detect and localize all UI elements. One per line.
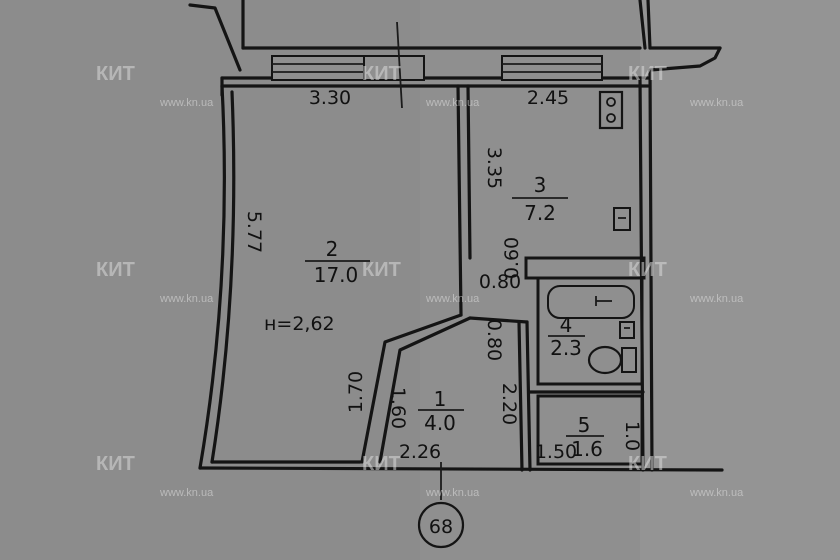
dim-hall-left-upper: 1.70 bbox=[345, 371, 367, 413]
dim-hall-width: 2.26 bbox=[399, 441, 441, 463]
room-4-area: 2.3 bbox=[550, 336, 582, 360]
watermark-logo: КИТ bbox=[628, 259, 667, 281]
dim-room2-length: 5.77 bbox=[243, 211, 265, 253]
paper-shade-right bbox=[640, 0, 840, 560]
dim-bath-door-a: 0.60 bbox=[501, 237, 523, 279]
room-2-number: 2 bbox=[326, 237, 339, 261]
window-right bbox=[501, 55, 603, 81]
dim-wc-width: 1.50 bbox=[535, 441, 577, 463]
room-2-area: 17.0 bbox=[314, 263, 359, 287]
watermark-url: www.kn.ua bbox=[425, 293, 480, 305]
bathroom-block bbox=[524, 256, 646, 466]
axis-tick-top bbox=[396, 21, 403, 109]
watermark-url: www.kn.ua bbox=[159, 293, 214, 305]
balcony-outline bbox=[188, 0, 722, 72]
room-1-number: 1 bbox=[434, 387, 447, 411]
room-4-number: 4 bbox=[560, 313, 573, 337]
window-center bbox=[363, 55, 425, 81]
watermark-5: КИТ www.kn.ua bbox=[362, 259, 480, 305]
watermark-logo: КИТ bbox=[96, 259, 135, 281]
watermark-logo: КИТ bbox=[362, 63, 401, 85]
room-5-label: 5 1.6 bbox=[566, 413, 604, 461]
window-left bbox=[271, 55, 365, 81]
room-1-area: 4.0 bbox=[424, 411, 456, 435]
dim-room2-width: 3.30 bbox=[309, 87, 351, 109]
watermark-6: КИТ www.kn.ua bbox=[628, 259, 744, 305]
room-2-label: 2 17.0 bbox=[305, 237, 370, 287]
bathtub bbox=[547, 285, 635, 319]
watermark-1: КИТ www.kn.ua bbox=[96, 63, 214, 109]
room-3-label: 3 7.2 bbox=[512, 173, 568, 225]
watermark-url: www.kn.ua bbox=[689, 487, 744, 499]
dim-bath-door-b: 0.80 bbox=[479, 271, 521, 293]
watermark-url: www.kn.ua bbox=[689, 97, 744, 109]
kitchen-sink bbox=[613, 207, 631, 231]
watermark-9: КИТ www.kn.ua bbox=[628, 453, 744, 499]
watermark-logo: КИТ bbox=[362, 453, 401, 475]
dim-room3-width: 2.45 bbox=[527, 87, 569, 109]
watermark-2: КИТ www.kn.ua bbox=[362, 63, 480, 109]
watermark-url: www.kn.ua bbox=[425, 97, 480, 109]
watermark-logo: КИТ bbox=[628, 63, 667, 85]
dim-hall-depth: 2.20 bbox=[498, 383, 520, 425]
watermark-7: КИТ www.kn.ua bbox=[96, 453, 214, 499]
toilet bbox=[587, 345, 637, 375]
room-3-number: 3 bbox=[534, 173, 547, 197]
ceiling-height: н=2,62 bbox=[264, 313, 335, 335]
watermark-logo: КИТ bbox=[96, 63, 135, 85]
watermark-logo: КИТ bbox=[628, 453, 667, 475]
room-4-label: 4 2.3 bbox=[548, 313, 585, 360]
watermark-logo: КИТ bbox=[362, 259, 401, 281]
watermark-4: КИТ www.kn.ua bbox=[96, 259, 214, 305]
stove bbox=[598, 90, 624, 130]
axis-circle bbox=[417, 501, 465, 549]
hall-walls bbox=[360, 313, 532, 472]
room-3-area: 7.2 bbox=[524, 201, 556, 225]
watermark-url: www.kn.ua bbox=[159, 487, 214, 499]
dim-room3-length: 3.35 bbox=[483, 147, 505, 189]
sink bbox=[619, 321, 635, 339]
room-1-label: 1 4.0 bbox=[418, 387, 464, 435]
room-5-area: 1.6 bbox=[571, 437, 603, 461]
watermark-3: КИТ www.kn.ua bbox=[628, 63, 744, 109]
dim-door-gap: 0.80 bbox=[483, 319, 505, 361]
partition-room2-room3 bbox=[456, 84, 472, 317]
building-number: 68 bbox=[429, 516, 453, 538]
room-5-number: 5 bbox=[578, 413, 591, 437]
dim-hall-left-lower: 1.60 bbox=[387, 387, 409, 429]
dim-wc-depth: 1.0 bbox=[621, 421, 643, 451]
watermark-url: www.kn.ua bbox=[689, 293, 744, 305]
watermark-url: www.kn.ua bbox=[425, 487, 480, 499]
watermark-8: КИТ www.kn.ua bbox=[362, 453, 480, 499]
watermark-url: www.kn.ua bbox=[159, 97, 214, 109]
watermark-logo: КИТ bbox=[96, 453, 135, 475]
